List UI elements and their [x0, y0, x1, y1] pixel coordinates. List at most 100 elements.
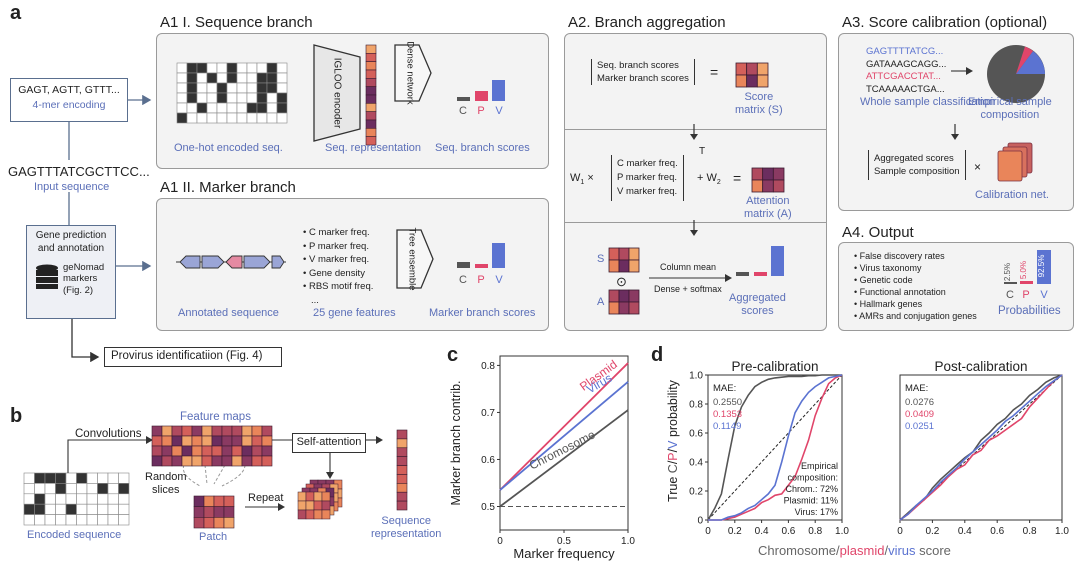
heat-cell — [191, 455, 203, 467]
probability-bars: 2.5% 5.0% 92.5% C P V — [1003, 250, 1051, 301]
grid-cell — [236, 82, 248, 94]
matrix-cell — [746, 62, 758, 76]
bar-label-v: V — [495, 105, 503, 117]
plot-frame — [707, 374, 843, 521]
series-line-plasmid — [499, 362, 629, 491]
left-connectors — [68, 94, 152, 363]
transpose-mark: T — [699, 146, 706, 157]
x-tick-label: 1.0 — [621, 536, 635, 547]
a3-sequence-list: GAGTTTTATCG... GATAAAGCAGG... ATTCGACCTA… — [866, 46, 946, 96]
grid-cell — [206, 72, 218, 84]
grid-cell — [226, 72, 238, 84]
vector-cell — [365, 86, 377, 96]
attention-matrix — [751, 167, 785, 193]
y-axis-label: Marker branch contrib. — [449, 380, 463, 505]
stack-cell — [321, 509, 331, 520]
grid-cell — [176, 112, 188, 124]
feature-maps-caption: Feature maps — [180, 411, 251, 423]
provirus-label: Provirus identificatiion (Fig. 4) — [111, 350, 263, 362]
a-label: A — [597, 296, 605, 308]
grid-cell — [206, 62, 218, 74]
bracket-line: C marker freq. — [617, 158, 678, 169]
bar-label-c: C — [459, 105, 467, 117]
calibration-net-stack — [997, 142, 1033, 182]
stack-cell — [321, 491, 331, 502]
kmer-input-box: GAGT, AGTT, GTTT... 4-mer encoding — [10, 78, 128, 122]
grid-cell — [186, 112, 198, 124]
y-label-part: P — [666, 452, 680, 460]
grid-cell — [236, 62, 248, 74]
self-attention-label: Self-attention — [296, 436, 362, 448]
bar-label-p: P — [477, 105, 484, 117]
heat-cell — [261, 455, 273, 467]
whole-sample-caption: Whole sample classification — [860, 96, 996, 108]
panel-letter-d: d — [651, 344, 664, 366]
feature-item: • P marker freq. — [303, 240, 369, 252]
grid-cell — [206, 102, 218, 114]
kmer-text: GAGT, AGTT, GTTT... — [18, 84, 120, 96]
heat-cell — [223, 517, 235, 529]
grid-cell — [176, 102, 188, 114]
vector-cell — [396, 465, 408, 475]
bar-label-p: P — [1022, 289, 1029, 301]
a1-sequence-title: A1 I. Sequence branch — [160, 14, 313, 31]
series-line-virus — [708, 374, 843, 521]
heat-cell — [241, 425, 253, 437]
heat-cell — [171, 435, 183, 447]
patch-grid — [193, 495, 235, 529]
grid-cell — [118, 514, 130, 526]
grid-cell — [246, 92, 258, 104]
mae-value: 0.0276 — [905, 397, 934, 408]
matrix-cell — [772, 167, 785, 181]
grid-cell — [246, 72, 258, 84]
heat-cell — [191, 445, 203, 457]
matrix-cell — [608, 289, 620, 303]
bracket-line: Marker branch scores — [597, 73, 689, 84]
bar-label-c: C — [459, 274, 467, 286]
grid-cell — [176, 82, 188, 94]
heat-cell — [231, 445, 243, 457]
heat-cell — [181, 445, 193, 457]
y-label-part: probability — [666, 379, 680, 440]
composition-annotation: Chrom.: 72% — [785, 484, 838, 494]
heat-cell — [251, 445, 263, 457]
heat-cell — [211, 445, 223, 457]
dense-softmax-label: Dense + softmax — [654, 284, 722, 294]
x-axis-label: Marker frequency — [513, 546, 615, 561]
y-tick-label: 0.6 — [689, 429, 703, 440]
mae-value: 0.1353 — [713, 409, 742, 420]
grid-cell — [266, 112, 278, 124]
output-item: • Functional annotation — [854, 287, 946, 297]
s-label: S — [597, 253, 605, 265]
matrix-cell — [608, 301, 620, 315]
x-tick-label: 0.8 — [1023, 526, 1037, 537]
a2-equals-1: = — [710, 64, 719, 80]
heat-cell — [251, 425, 263, 437]
tree-ensemble-label: Tree ensemble — [406, 227, 417, 290]
vector-cell — [365, 61, 377, 71]
heat-cell — [231, 435, 243, 447]
feature-item: • V marker freq. — [303, 254, 370, 266]
composition-annotation: Plasmid: 11% — [784, 496, 838, 506]
x-tick-label: 0.8 — [808, 526, 822, 537]
chart-d-xlabel: Chromosome/plasmid/virus score — [758, 543, 951, 558]
matrix-cell — [628, 301, 640, 315]
heat-cell — [223, 506, 235, 518]
x-tick-label: 1.0 — [835, 526, 849, 537]
a3-times: × — [974, 160, 982, 174]
feature-item: • Gene density — [303, 267, 365, 279]
matrix-cell — [618, 301, 630, 315]
heat-cell — [231, 455, 243, 467]
grid-cell — [196, 92, 208, 104]
grid-cell — [226, 92, 238, 104]
vector-cell — [365, 136, 377, 146]
bar-label-p: P — [477, 274, 484, 286]
panel-b-connectors — [67, 436, 383, 511]
grid-cell — [186, 92, 198, 104]
heat-cell — [213, 495, 225, 507]
bracket-line: Seq. branch scores — [597, 60, 679, 71]
bar-label-v: V — [1040, 289, 1048, 301]
